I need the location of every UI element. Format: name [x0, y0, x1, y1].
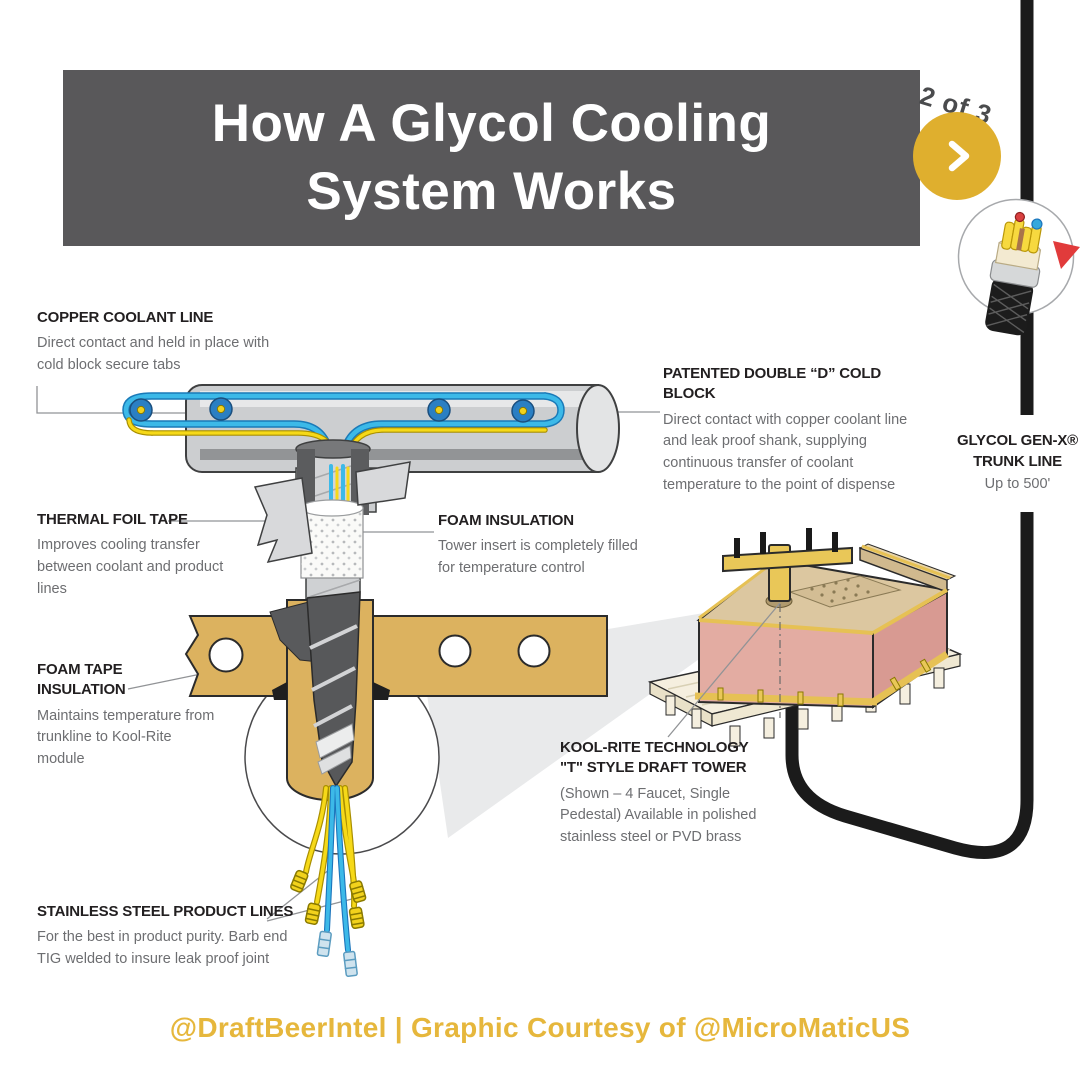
callout-body: Direct contact with copper coolant line …: [663, 411, 908, 493]
callout-heading-line-2: "T" STYLE DRAFT TOWER: [560, 759, 747, 777]
callout-foam-tape-insulation: FOAM TAPE INSULATION Maintains temperatu…: [37, 660, 222, 771]
callout-body: (Shown – 4 Faucet, Single Pedestal) Avai…: [560, 785, 757, 846]
next-button[interactable]: [913, 112, 1001, 200]
inset-cable: [985, 211, 1043, 336]
title-banner: How A Glycol Cooling System Works: [63, 70, 920, 246]
callout-glycol-trunk-line: GLYCOL GEN-X® TRUNK LINE Up to 500': [945, 430, 1080, 496]
title-line-2: System Works: [306, 162, 677, 221]
callout-heading: PATENTED DOUBLE “D” COLD BLOCK: [663, 365, 881, 403]
callout-copper-coolant-line: COPPER COOLANT LINE Direct contact and h…: [37, 308, 277, 377]
chevron-right-icon: [948, 140, 970, 172]
secure-tabs: [129, 397, 535, 423]
trunk-line-inset: [957, 198, 1080, 336]
credit-footer: @DraftBeerIntel | Graphic Courtesy of @M…: [169, 1012, 911, 1043]
callout-heading: THERMAL FOIL TAPE: [37, 511, 188, 528]
callout-heading-line-2: TRUNK LINE: [973, 453, 1062, 470]
product-lines: [290, 785, 367, 978]
callout-body: For the best in product purity. Barb end…: [37, 929, 288, 967]
callout-heading: COPPER COOLANT LINE: [37, 309, 214, 326]
callout-kool-rite-tower: KOOL-RITE TECHNOLOGY "T" STYLE DRAFT TOW…: [560, 738, 792, 849]
callout-body: Tower insert is completely filled for te…: [438, 538, 638, 576]
callout-body: Direct contact and held in place with co…: [37, 335, 270, 373]
callout-thermal-foil-tape: THERMAL FOIL TAPE Improves cooling trans…: [37, 510, 242, 601]
pointer-triangle-icon: [1053, 241, 1080, 269]
callout-heading: FOAM INSULATION: [438, 512, 574, 529]
callout-heading-line-1: GLYCOL GEN-X®: [957, 432, 1078, 449]
tape-flag: [253, 461, 411, 564]
callout-stainless-product-lines: STAINLESS STEEL PRODUCT LINES For the be…: [37, 902, 305, 971]
page-title: How A Glycol Cooling System Works: [212, 90, 772, 226]
callout-body: Maintains temperature from trunkline to …: [37, 707, 215, 768]
callout-foam-insulation: FOAM INSULATION Tower insert is complete…: [438, 511, 653, 580]
title-line-1: How A Glycol Cooling: [211, 94, 772, 154]
kool-rite-module: [647, 528, 963, 747]
callout-body: Up to 500': [984, 476, 1051, 492]
callout-cold-block: PATENTED DOUBLE “D” COLD BLOCK Direct co…: [663, 364, 915, 497]
callout-heading-line-1: KOOL-RITE TECHNOLOGY: [560, 739, 749, 756]
callout-body: Improves cooling transfer between coolan…: [37, 537, 224, 597]
foam-block: [300, 499, 364, 579]
callout-heading: FOAM TAPE INSULATION: [37, 661, 126, 699]
callout-heading: STAINLESS STEEL PRODUCT LINES: [37, 903, 294, 920]
insulation-tape: [269, 591, 361, 788]
